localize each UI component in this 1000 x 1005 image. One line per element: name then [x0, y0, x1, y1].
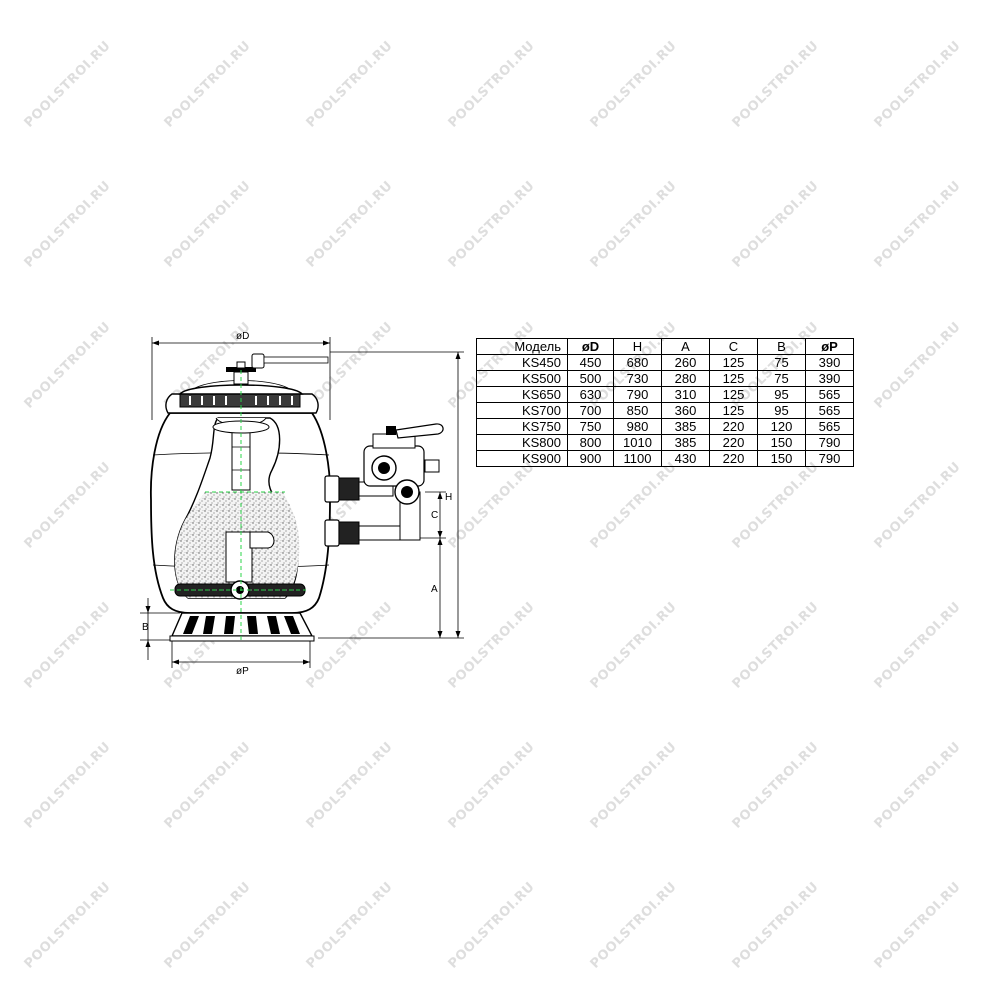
- dimension-label-p: øP: [236, 666, 249, 677]
- dimension-a: A: [410, 537, 446, 638]
- table-cell: 790: [613, 386, 662, 403]
- table-cell: 280: [661, 370, 710, 387]
- table-cell: 730: [613, 370, 662, 387]
- dimension-diameter-p: øP: [171, 640, 311, 677]
- dimension-label-a: A: [431, 584, 438, 595]
- table-cell: 385: [661, 418, 710, 435]
- table-cell: 980: [613, 418, 662, 435]
- table-cell: 565: [805, 402, 854, 419]
- green-guide-lines: [170, 370, 306, 640]
- table-cell: 750: [567, 418, 614, 435]
- header-d: øD: [567, 338, 614, 355]
- filter-base-stand: [169, 612, 315, 642]
- table-cell: 1100: [613, 450, 662, 467]
- table-cell-model: KS900: [476, 450, 568, 467]
- table-cell: 125: [709, 386, 758, 403]
- dimension-label-d: øD: [236, 331, 249, 342]
- table-cell: 220: [709, 450, 758, 467]
- table-cell: 310: [661, 386, 710, 403]
- header-c: C: [709, 338, 758, 355]
- table-cell: 95: [757, 402, 806, 419]
- table-cell: 900: [567, 450, 614, 467]
- table-cell: 430: [661, 450, 710, 467]
- table-cell: 260: [661, 354, 710, 371]
- table-cell: 800: [567, 434, 614, 451]
- dimension-label-h: H: [445, 492, 452, 503]
- header-a: A: [661, 338, 710, 355]
- table-cell: 360: [661, 402, 710, 419]
- table-cell-model: KS700: [476, 402, 568, 419]
- table-cell: 125: [709, 370, 758, 387]
- dimension-diameter-d: øD: [151, 331, 331, 420]
- table-cell: 95: [757, 386, 806, 403]
- table-cell: 850: [613, 402, 662, 419]
- table-cell-model: KS750: [476, 418, 568, 435]
- table-cell: 680: [613, 354, 662, 371]
- table-cell: 700: [567, 402, 614, 419]
- header-p: øP: [805, 338, 854, 355]
- header-b: B: [757, 338, 806, 355]
- table-header-row: Модель øD H A C B øP: [476, 338, 854, 355]
- dimension-c: C: [425, 491, 446, 538]
- table-cell: 125: [709, 402, 758, 419]
- table-cell: 125: [709, 354, 758, 371]
- table-cell: 1010: [613, 434, 662, 451]
- table-cell: 150: [757, 434, 806, 451]
- table-cell-model: KS500: [476, 370, 568, 387]
- table-cell: 630: [567, 386, 614, 403]
- filter-lid: [165, 353, 329, 414]
- table-cell: 75: [757, 354, 806, 371]
- table-cell: 500: [567, 370, 614, 387]
- table-cell-model: KS800: [476, 434, 568, 451]
- header-model: Модель: [476, 338, 568, 355]
- dimension-label-c: C: [431, 510, 438, 521]
- table-cell: 565: [805, 386, 854, 403]
- table-cell-model: KS650: [476, 386, 568, 403]
- table-cell: 120: [757, 418, 806, 435]
- table-cell: 220: [709, 418, 758, 435]
- table-cell: 450: [567, 354, 614, 371]
- multiport-valve: [324, 423, 444, 547]
- table-cell: 390: [805, 354, 854, 371]
- table-cell: 790: [805, 434, 854, 451]
- table-cell: 390: [805, 370, 854, 387]
- table-cell: 150: [757, 450, 806, 467]
- table-cell: 790: [805, 450, 854, 467]
- table-cell: 220: [709, 434, 758, 451]
- table-cell: 75: [757, 370, 806, 387]
- central-pipe: [212, 417, 275, 583]
- table-cell-model: KS450: [476, 354, 568, 371]
- table-cell: 565: [805, 418, 854, 435]
- table-cell: 385: [661, 434, 710, 451]
- dimension-label-b: B: [142, 622, 149, 633]
- header-h: H: [613, 338, 662, 355]
